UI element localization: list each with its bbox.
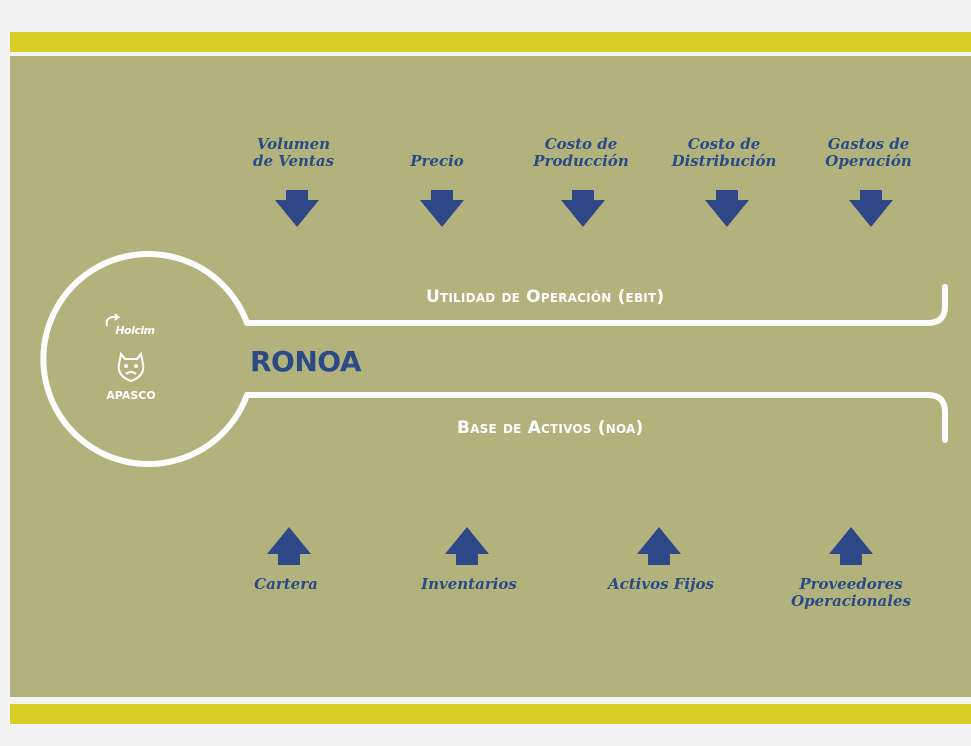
- bulldog-icon: [117, 351, 145, 383]
- driver-label-costo-distribucion: Costo de Distribución: [671, 135, 777, 170]
- up-arrow-icon: [267, 527, 311, 565]
- up-arrow-icon: [445, 527, 489, 565]
- up-arrow-icon: [829, 527, 873, 565]
- down-arrow-icon: [561, 190, 605, 227]
- diagram-title: RONOA: [250, 345, 362, 378]
- driver-label-cartera: Cartera: [254, 575, 318, 593]
- driver-label-gastos-operacion: Gastos de Operación: [825, 135, 912, 170]
- top-accent-bar: [10, 32, 971, 52]
- driver-label-precio: Precio: [410, 152, 464, 170]
- down-arrow-icon: [849, 190, 893, 227]
- up-arrow-icon: [637, 527, 681, 565]
- bottom-accent-bar: [10, 704, 971, 724]
- bottom-caption: Base de Activos (noa): [457, 418, 644, 438]
- logo-brand-top: Holcim: [115, 324, 155, 337]
- company-logo: Holcim APASCO: [100, 312, 160, 412]
- diagram-panel: [10, 56, 971, 697]
- down-arrow-icon: [705, 190, 749, 227]
- driver-label-inventarios: Inventarios: [421, 575, 517, 593]
- logo-brand-bottom: APASCO: [106, 389, 156, 402]
- down-arrow-icon: [275, 190, 319, 227]
- driver-label-proveedores: Proveedores Operacionales: [791, 575, 911, 610]
- driver-label-activos-fijos: Activos Fijos: [607, 575, 714, 593]
- driver-label-volumen: Volumen de Ventas: [252, 135, 335, 170]
- down-arrow-icon: [420, 190, 464, 227]
- holcim-logo-icon: [105, 314, 121, 327]
- top-caption: Utilidad de Operación (ebit): [426, 287, 665, 307]
- driver-label-costo-produccion: Costo de Producción: [533, 135, 629, 170]
